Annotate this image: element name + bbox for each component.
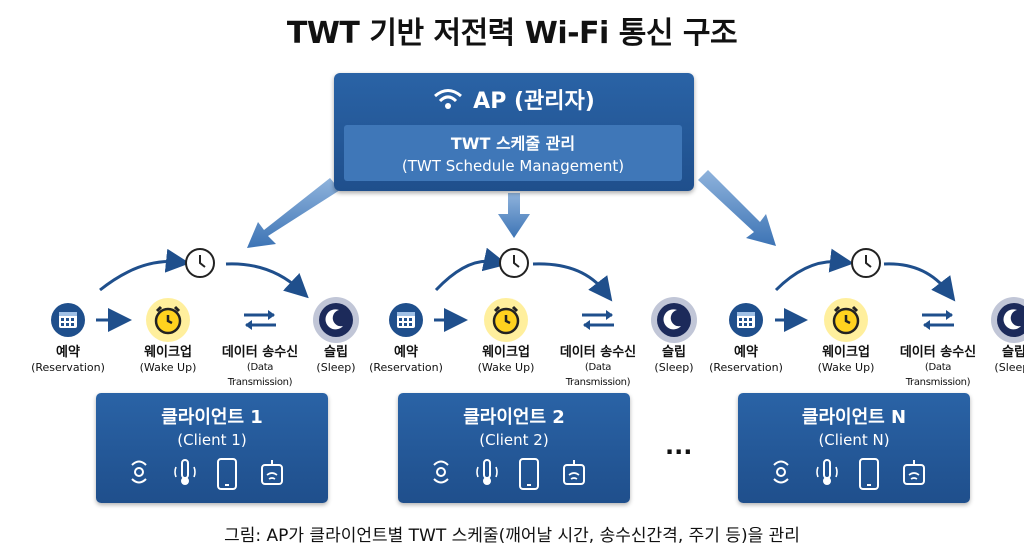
step-label-en: (Reservation) bbox=[709, 361, 783, 374]
step-label: 웨이크업(Wake Up) bbox=[801, 345, 891, 375]
step-label: 웨이크업(Wake Up) bbox=[461, 345, 551, 375]
thermometer-icon bbox=[814, 457, 840, 491]
thermometer-icon bbox=[474, 457, 500, 491]
step-label-en: (Wake Up) bbox=[139, 361, 197, 374]
step-label-ko: 슬립 bbox=[662, 345, 686, 360]
moon-icon bbox=[990, 296, 1024, 348]
step-label-en: (Wake Up) bbox=[477, 361, 535, 374]
step-label-ko: 예약 bbox=[394, 345, 418, 360]
wifi-icon bbox=[433, 88, 463, 116]
step-label: 데이터 송수신 (Data Transmission) bbox=[893, 345, 983, 390]
client-name-en: (Client N) bbox=[818, 431, 890, 449]
step-label-en: (Sleep) bbox=[994, 361, 1024, 374]
figure-caption: 그림: AP가 클라이언트별 TWT 스케줄(깨어날 시간, 송수신간격, 주기… bbox=[224, 526, 800, 546]
schedule-title-en: (TWT Schedule Management) bbox=[401, 157, 625, 175]
client-name-ko: 클라이언트 1 bbox=[161, 407, 263, 428]
step-label-ko: 웨이크업 bbox=[822, 345, 870, 360]
iot-hub-icon bbox=[561, 457, 587, 491]
schedule-management-panel: TWT 스케줄 관리 (TWT Schedule Management) bbox=[344, 125, 682, 181]
calendar-icon bbox=[728, 302, 764, 342]
client-box: 클라이언트 1 (Client 1) bbox=[96, 393, 328, 503]
exchange-arrows-icon bbox=[918, 308, 958, 336]
clock-icon bbox=[183, 246, 217, 284]
step-label: 예약(Reservation) bbox=[701, 345, 791, 375]
ap-arrow-center bbox=[498, 193, 530, 238]
alarm-clock-icon bbox=[144, 296, 192, 348]
client-name-en: (Client 1) bbox=[177, 431, 247, 449]
step-label: 예약(Reservation) bbox=[23, 345, 113, 375]
step-label-ko: 데이터 송수신 bbox=[559, 345, 637, 360]
exchange-arrows-icon bbox=[240, 308, 280, 336]
smartphone-icon bbox=[518, 457, 540, 495]
step-label-en: (Data Transmission) bbox=[565, 362, 631, 388]
step-label: 웨이크업(Wake Up) bbox=[123, 345, 213, 375]
step-label: 슬립(Sleep) bbox=[629, 345, 719, 375]
client-name-ko: 클라이언트 N bbox=[801, 407, 907, 428]
step-label-en: (Sleep) bbox=[654, 361, 694, 374]
step-label-ko: 웨이크업 bbox=[144, 345, 192, 360]
sensor-icon bbox=[428, 457, 454, 491]
ap-arrow-right bbox=[698, 170, 776, 246]
moon-icon bbox=[312, 296, 360, 348]
step-label-en: (Sleep) bbox=[316, 361, 356, 374]
ellipsis: ... bbox=[665, 432, 693, 460]
step-label-ko: 슬립 bbox=[1002, 345, 1024, 360]
step-label-en: (Reservation) bbox=[369, 361, 443, 374]
alarm-clock-icon bbox=[822, 296, 870, 348]
calendar-icon bbox=[388, 302, 424, 342]
client-box: 클라이언트 2 (Client 2) bbox=[398, 393, 630, 503]
step-label-en: (Reservation) bbox=[31, 361, 105, 374]
thermometer-icon bbox=[172, 457, 198, 491]
smartphone-icon bbox=[216, 457, 238, 495]
step-label: 슬립(Sleep) bbox=[969, 345, 1024, 375]
step-label-ko: 데이터 송수신 bbox=[221, 345, 299, 360]
exchange-arrows-icon bbox=[578, 308, 618, 336]
step-label-ko: 슬립 bbox=[324, 345, 348, 360]
iot-hub-icon bbox=[259, 457, 285, 491]
alarm-clock-icon bbox=[482, 296, 530, 348]
client-name-en: (Client 2) bbox=[479, 431, 549, 449]
client-box: 클라이언트 N (Client N) bbox=[738, 393, 970, 503]
calendar-icon bbox=[50, 302, 86, 342]
schedule-title-ko: TWT 스케줄 관리 bbox=[450, 134, 576, 153]
step-label-ko: 예약 bbox=[56, 345, 80, 360]
step-label: 데이터 송수신 (Data Transmission) bbox=[215, 345, 305, 390]
step-label-en: (Data Transmission) bbox=[905, 362, 971, 388]
step-label: 슬립(Sleep) bbox=[291, 345, 381, 375]
ap-label: AP (관리자) bbox=[473, 89, 595, 114]
ap-box: AP (관리자) TWT 스케줄 관리 (TWT Schedule Manage… bbox=[334, 73, 694, 191]
step-label-en: (Data Transmission) bbox=[227, 362, 293, 388]
clock-icon bbox=[849, 246, 883, 284]
moon-icon bbox=[650, 296, 698, 348]
client-name-ko: 클라이언트 2 bbox=[463, 407, 565, 428]
sensor-icon bbox=[126, 457, 152, 491]
iot-hub-icon bbox=[901, 457, 927, 491]
clock-icon bbox=[497, 246, 531, 284]
step-label-ko: 예약 bbox=[734, 345, 758, 360]
ap-arrow-left bbox=[247, 178, 340, 248]
step-label-ko: 데이터 송수신 bbox=[899, 345, 977, 360]
step-label-ko: 웨이크업 bbox=[482, 345, 530, 360]
cycle-arcs bbox=[99, 247, 956, 302]
diagram-title: TWT 기반 저전력 Wi-Fi 통신 구조 bbox=[286, 16, 738, 51]
step-label: 예약(Reservation) bbox=[361, 345, 451, 375]
step-label-en: (Wake Up) bbox=[817, 361, 875, 374]
step-label: 데이터 송수신 (Data Transmission) bbox=[553, 345, 643, 390]
sensor-icon bbox=[768, 457, 794, 491]
smartphone-icon bbox=[858, 457, 880, 495]
